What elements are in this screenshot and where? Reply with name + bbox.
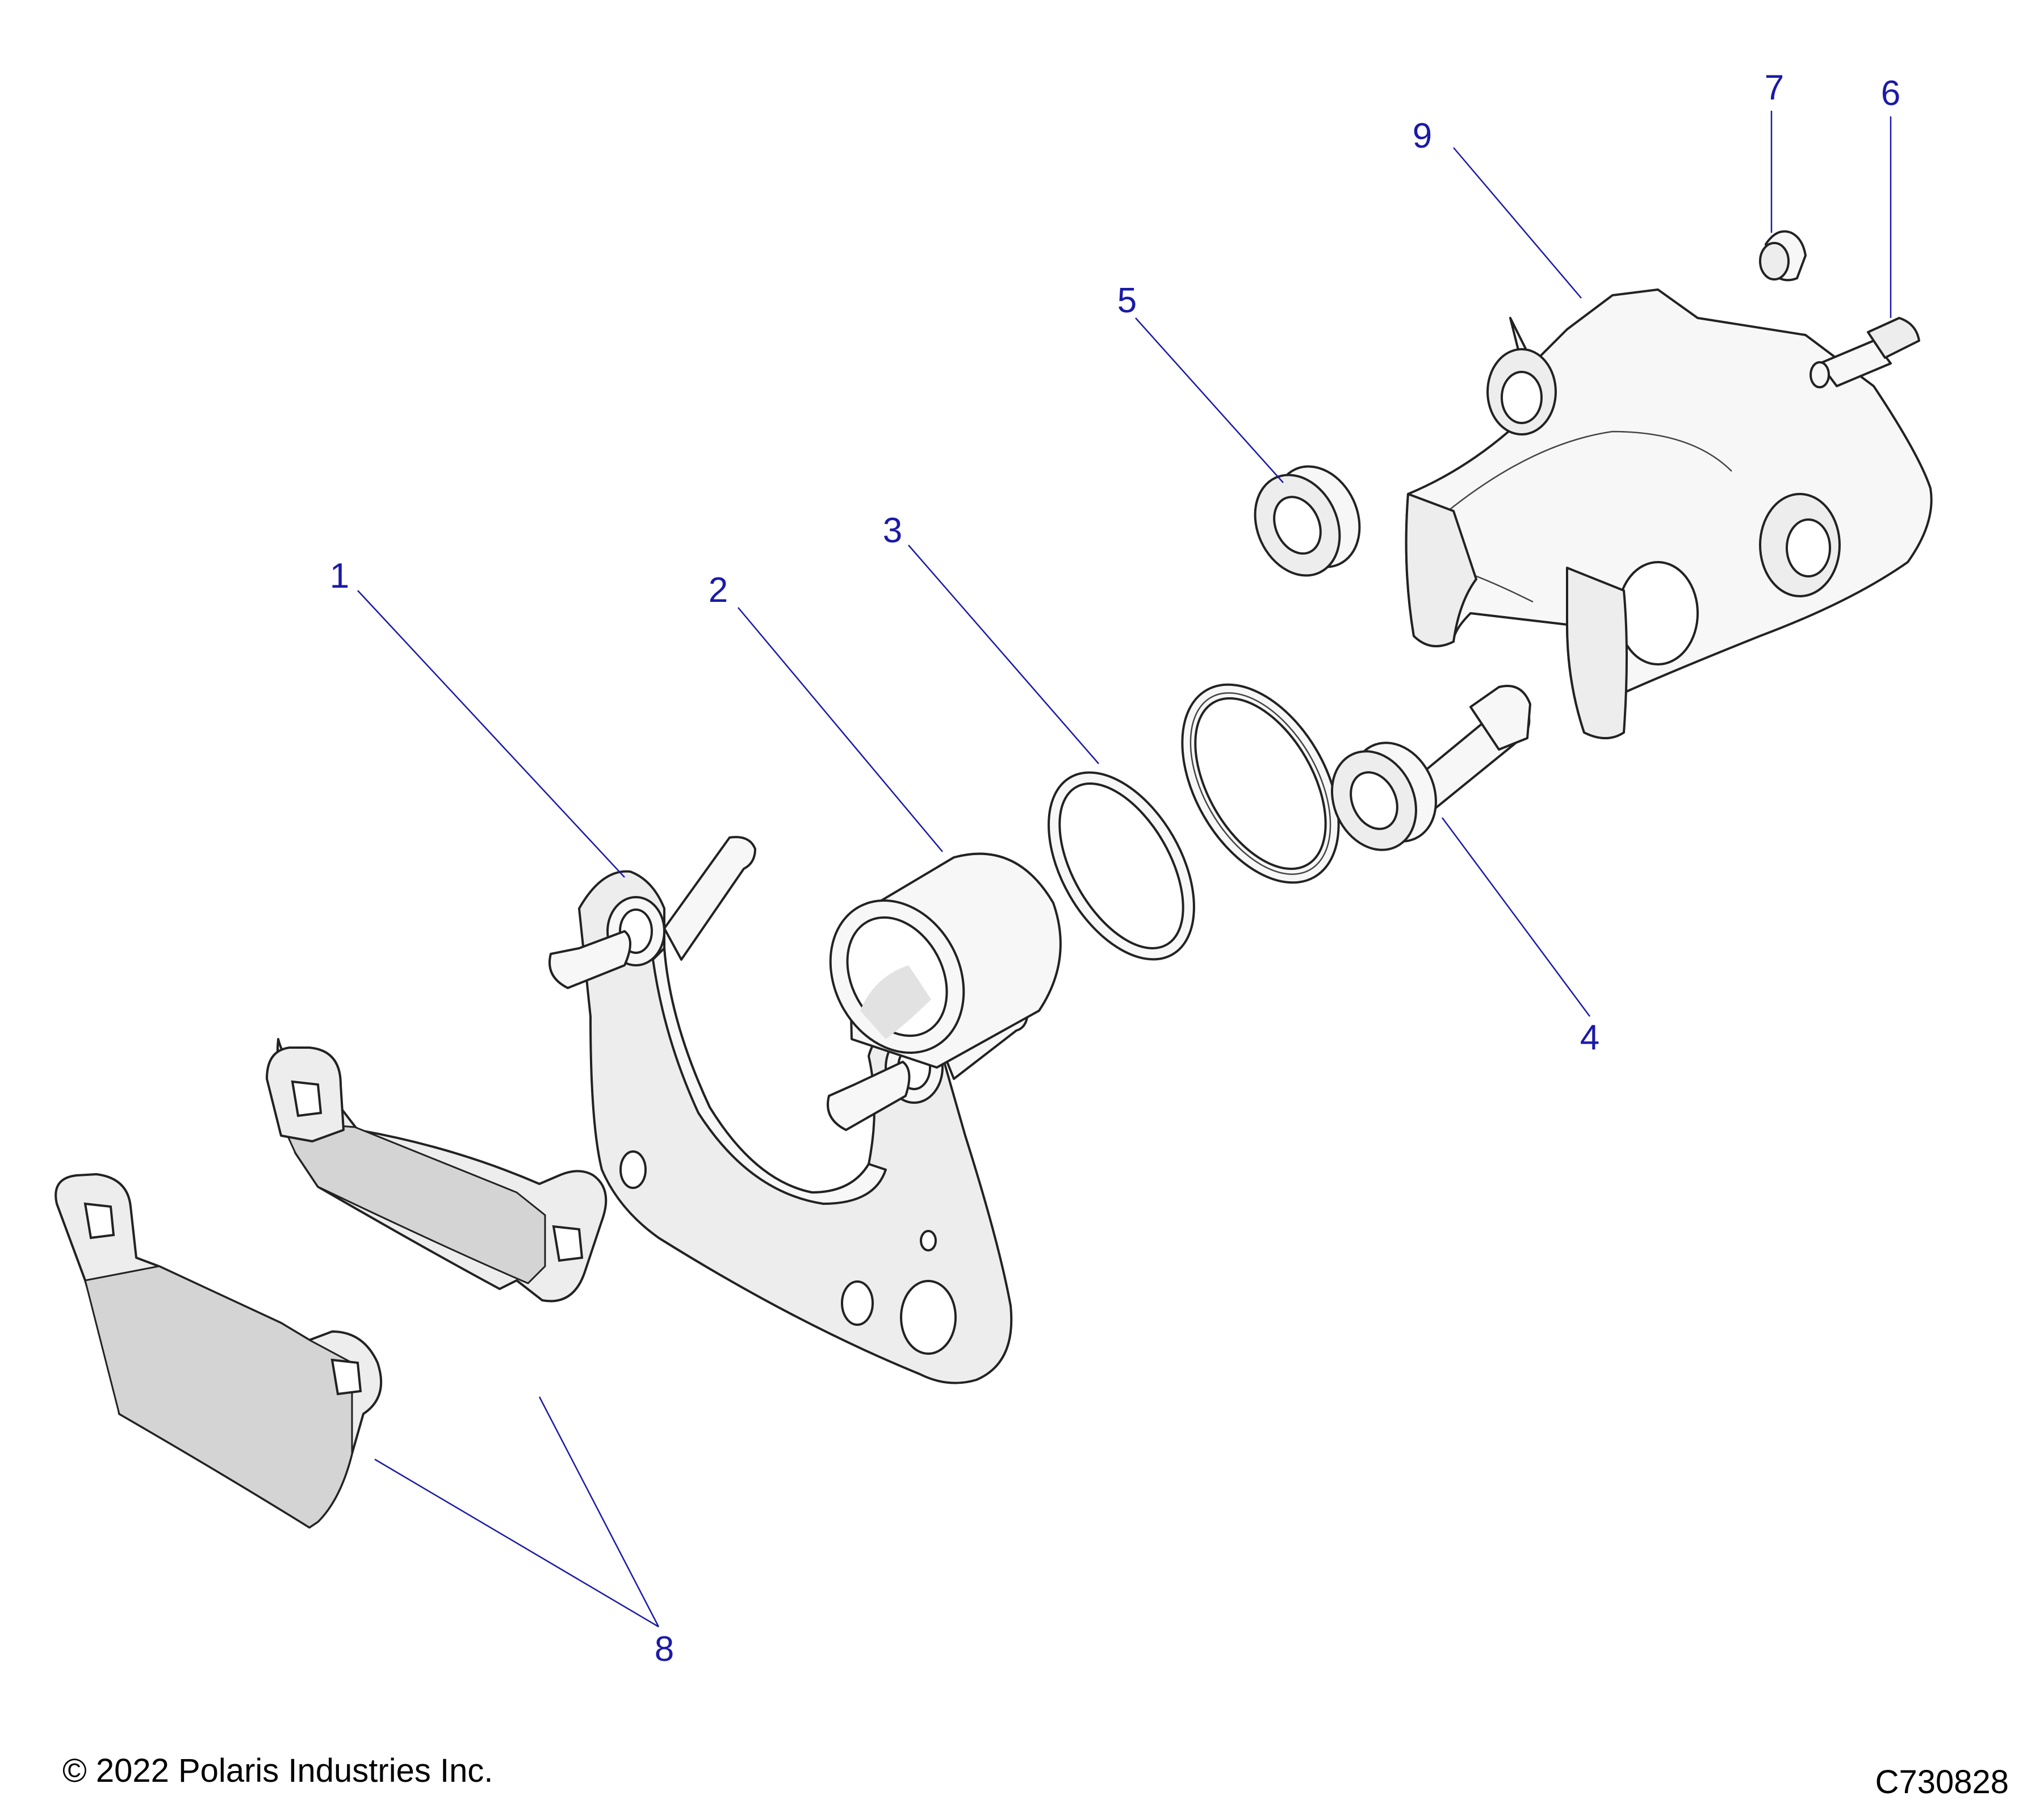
callout-3: 3 [883, 511, 902, 550]
piston [829, 852, 1062, 1069]
bleeder-screw [1810, 317, 1920, 388]
callout-6: 6 [1881, 74, 1900, 113]
dust-seal [1048, 771, 1195, 961]
callout-1: 1 [330, 556, 349, 596]
leader-lines [357, 111, 1892, 1628]
leader-9 [1453, 147, 1582, 299]
leader-4 [1441, 817, 1591, 1017]
figure-id: C730828 [1875, 1764, 2009, 1801]
leader-5 [1135, 317, 1284, 483]
caliper-boot [1254, 465, 1361, 577]
callout-5: 5 [1117, 281, 1137, 320]
piston-seal [1181, 683, 1340, 884]
callout-9: 9 [1413, 116, 1432, 156]
leader-1 [357, 590, 625, 878]
brake-pad-inner [266, 1038, 608, 1303]
callout-4: 4 [1580, 1018, 1599, 1057]
leader-8b [538, 1396, 660, 1627]
callout-7: 7 [1765, 68, 1784, 107]
leader-3 [908, 545, 1099, 764]
brake-pad-outer [55, 1173, 383, 1529]
caliper-body [1405, 288, 1933, 739]
callout-8: 8 [655, 1630, 674, 1669]
bleeder-cap [1759, 230, 1807, 282]
caliper-bracket [548, 836, 1029, 1384]
callout-2: 2 [709, 571, 728, 610]
leader-8a [374, 1458, 659, 1628]
slide-pin-with-boot [1331, 685, 1531, 851]
callouts: 1 2 3 4 5 6 7 8 9 [330, 68, 1900, 1669]
copyright-notice: © 2022 Polaris Industries Inc. [62, 1752, 493, 1789]
leader-2 [738, 607, 943, 852]
